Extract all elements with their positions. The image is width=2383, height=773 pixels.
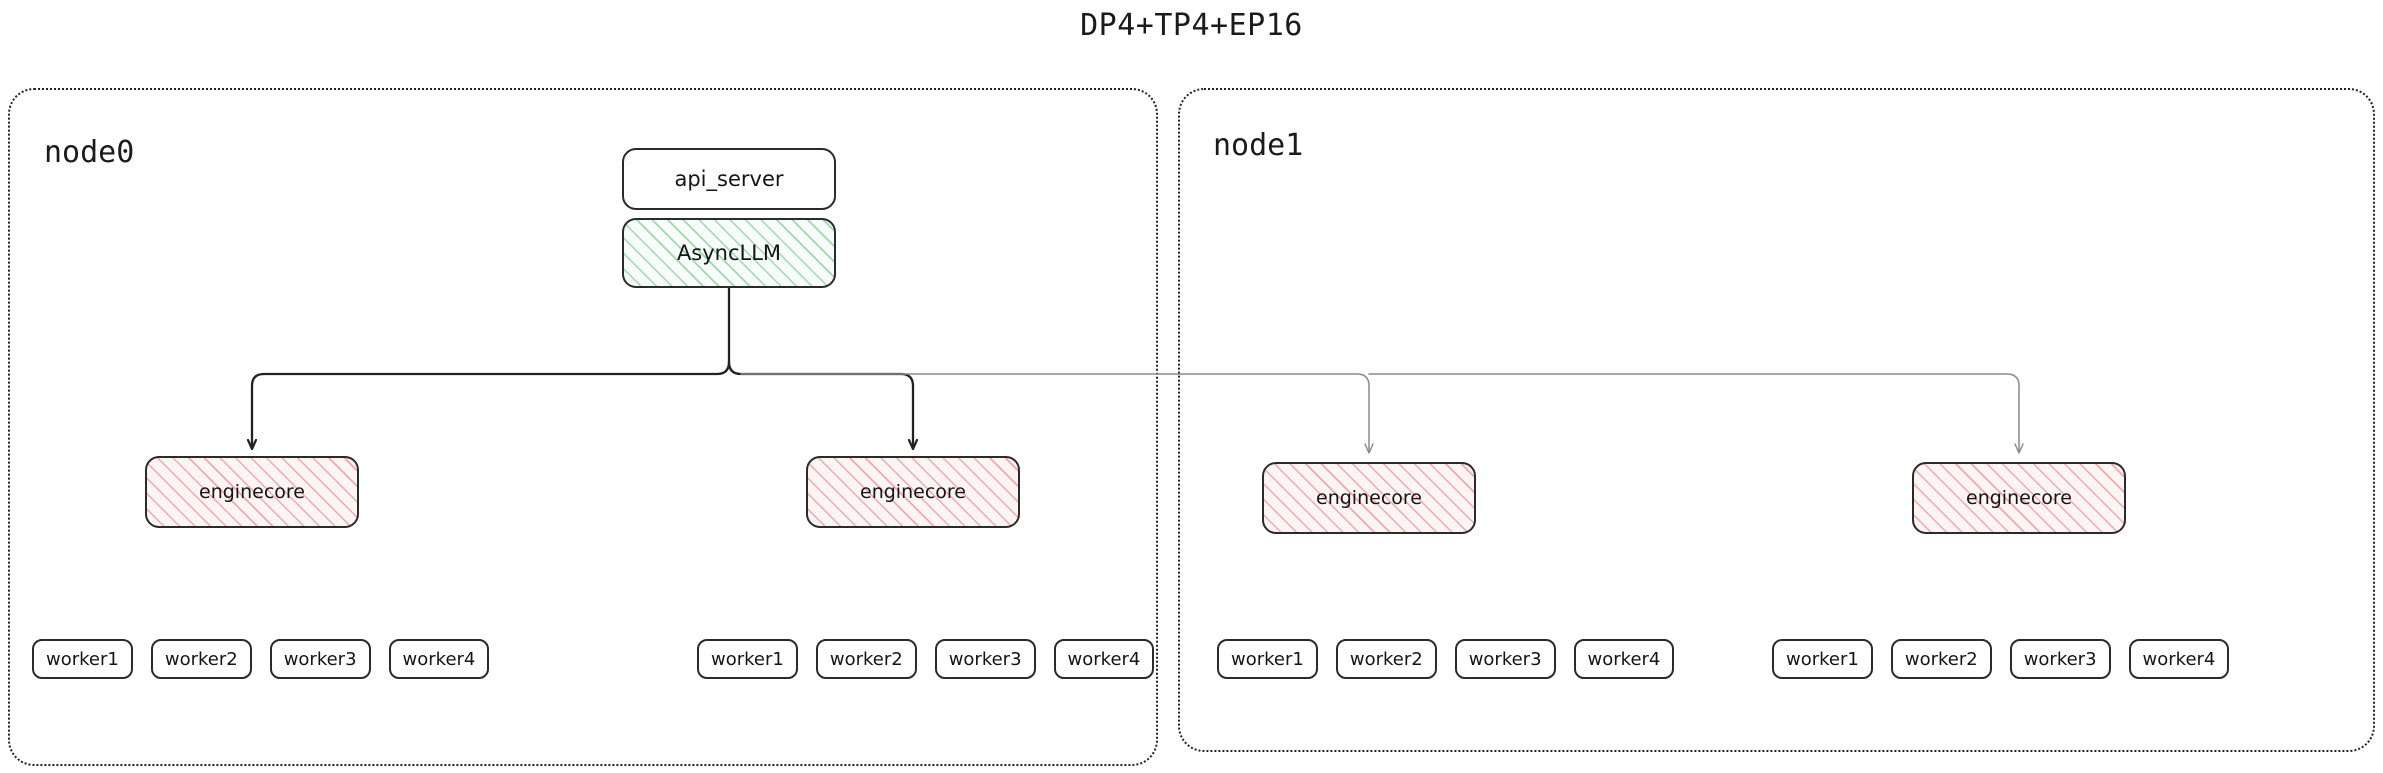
asyncllm-box[interactable]: AsyncLLM (622, 218, 836, 288)
enginecore-label: enginecore (199, 481, 305, 503)
worker-box[interactable]: worker1 (697, 639, 798, 679)
worker-box[interactable]: worker4 (1053, 639, 1155, 679)
worker-label: worker1 (711, 648, 784, 670)
worker-label: worker1 (1231, 648, 1304, 670)
worker-row-node1-1: worker1 worker2 worker3 worker4 (1772, 639, 2230, 679)
worker-box[interactable]: worker3 (1454, 639, 1556, 679)
worker-label: worker4 (1067, 648, 1141, 670)
worker-label: worker3 (283, 648, 357, 670)
worker-box[interactable]: worker1 (32, 639, 133, 679)
enginecore-box-node0-0[interactable]: enginecore (145, 456, 359, 528)
worker-label: worker2 (829, 648, 903, 670)
enginecore-label: enginecore (1316, 487, 1422, 509)
worker-box[interactable]: worker4 (1573, 639, 1675, 679)
api-server-box[interactable]: api_server (622, 148, 836, 210)
worker-box[interactable]: worker2 (815, 639, 917, 679)
worker-label: worker2 (1349, 648, 1423, 670)
worker-label: worker2 (164, 648, 238, 670)
worker-box[interactable]: worker3 (934, 639, 1036, 679)
node-label-node0: node0 (44, 135, 135, 170)
worker-label: worker3 (2023, 648, 2097, 670)
worker-box[interactable]: worker2 (150, 639, 252, 679)
enginecore-box-node0-1[interactable]: enginecore (806, 456, 1020, 528)
worker-label: worker1 (46, 648, 119, 670)
worker-label: worker3 (1468, 648, 1542, 670)
worker-row-node0-1: worker1 worker2 worker3 worker4 (697, 639, 1155, 679)
page-title: DP4+TP4+EP16 (1080, 8, 1303, 43)
worker-box[interactable]: worker4 (2128, 639, 2230, 679)
enginecore-box-node1-0[interactable]: enginecore (1262, 462, 1476, 534)
worker-box[interactable]: worker1 (1217, 639, 1318, 679)
worker-label: worker3 (948, 648, 1022, 670)
worker-row-node1-0: worker1 worker2 worker3 worker4 (1217, 639, 1675, 679)
worker-box[interactable]: worker3 (2009, 639, 2111, 679)
enginecore-label: enginecore (1966, 487, 2072, 509)
worker-label: worker4 (402, 648, 476, 670)
worker-box[interactable]: worker4 (388, 639, 490, 679)
worker-box[interactable]: worker3 (269, 639, 371, 679)
worker-box[interactable]: worker2 (1890, 639, 1992, 679)
worker-label: worker4 (2142, 648, 2216, 670)
api-server-label: api_server (674, 167, 784, 191)
worker-row-node0-0: worker1 worker2 worker3 worker4 (32, 639, 490, 679)
asyncllm-label: AsyncLLM (676, 241, 782, 265)
worker-box[interactable]: worker2 (1335, 639, 1437, 679)
enginecore-label: enginecore (860, 481, 966, 503)
worker-label: worker1 (1786, 648, 1859, 670)
node-label-node1: node1 (1213, 128, 1304, 163)
worker-label: worker2 (1904, 648, 1978, 670)
enginecore-box-node1-1[interactable]: enginecore (1912, 462, 2126, 534)
worker-label: worker4 (1587, 648, 1661, 670)
worker-box[interactable]: worker1 (1772, 639, 1873, 679)
